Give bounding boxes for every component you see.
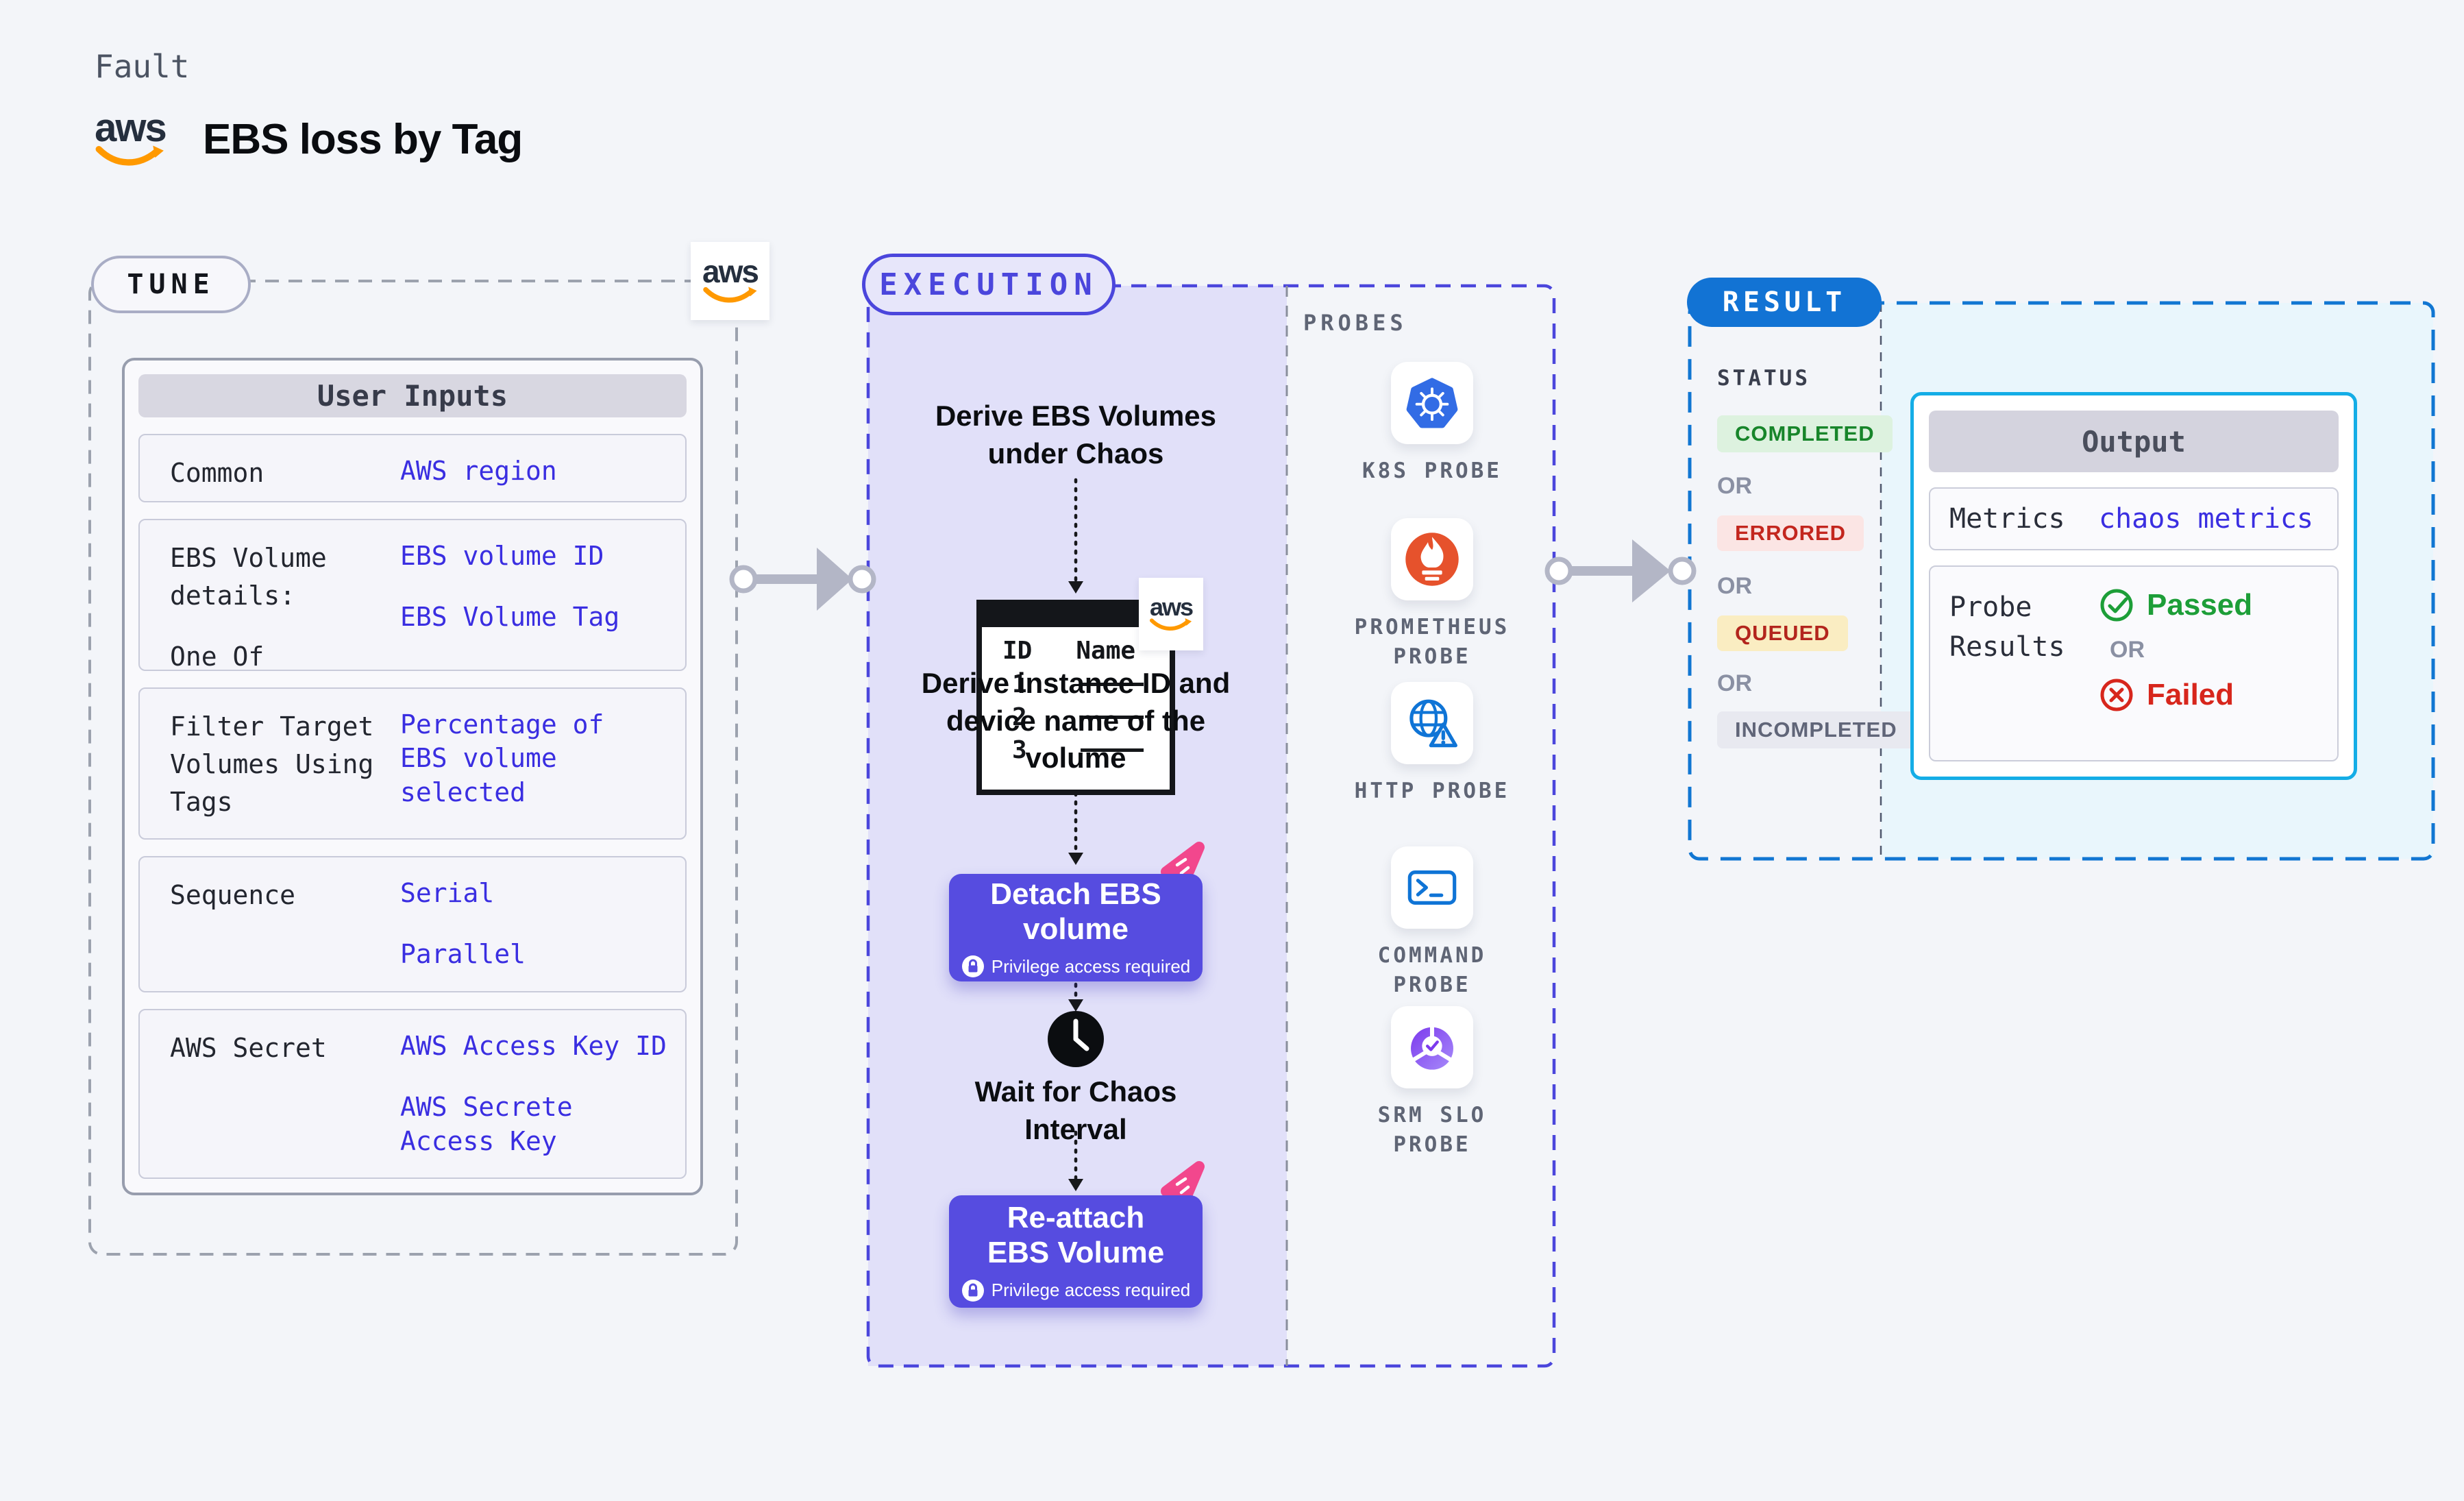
step-derive-volumes: Derive EBS Volumes under Chaos <box>935 400 1217 469</box>
lock-icon <box>961 1279 984 1302</box>
row-label: Sequence <box>170 880 296 911</box>
k8s-icon <box>1406 378 1458 428</box>
prometheus-icon <box>1405 533 1459 586</box>
prometheus-probe-card[interactable] <box>1391 518 1473 600</box>
prometheus-probe-label: PROMETHEUS PROBE <box>1354 615 1510 670</box>
reattach-button-label: Re-attach EBS Volume <box>987 1201 1165 1269</box>
aws-smile-icon <box>702 286 757 302</box>
reattach-privilege-badge: Privilege access required <box>991 1280 1191 1301</box>
http-probe-card[interactable] <box>1391 682 1473 764</box>
aws-smile-icon <box>1149 618 1192 631</box>
failed-x-icon <box>2100 679 2133 711</box>
command-probe-card[interactable] <box>1391 846 1473 929</box>
or-separator: OR <box>1717 670 1752 696</box>
aws-smile-icon <box>95 145 164 166</box>
arrow-execution-to-result <box>1544 539 1697 602</box>
row-label: Common <box>170 458 264 489</box>
table-aws-logo-card: aws <box>1139 578 1203 650</box>
lock-icon <box>961 955 984 978</box>
row-label: EBS Volume details: <box>170 543 327 611</box>
table-col-name: Name <box>1076 637 1136 665</box>
aws-logo-word: aws <box>702 254 759 290</box>
user-inputs-table: User Inputs Common AWS region EBS Volume… <box>122 358 703 1195</box>
status-label: STATUS <box>1717 366 1810 391</box>
or-separator: OR <box>1717 573 1752 599</box>
or-separator: OR <box>1717 473 1752 499</box>
row-value: AWS region <box>400 456 557 487</box>
output-box: Output Metrics chaos metrics Probe Resul… <box>1910 392 2357 780</box>
k8s-probe-card[interactable] <box>1391 362 1473 444</box>
probes-label: PROBES <box>1303 310 1407 336</box>
aws-logo-word: aws <box>1149 592 1194 621</box>
arrow-tune-to-execution <box>729 548 876 611</box>
status-badge-incompleted: INCOMPLETED <box>1717 711 1915 748</box>
metrics-value: chaos metrics <box>2099 503 2314 535</box>
http-globe-icon <box>1409 699 1457 748</box>
row-label: One Of <box>170 642 264 672</box>
row-value: AWS Access Key ID <box>400 1030 667 1061</box>
failed-label: Failed <box>2147 678 2234 711</box>
metrics-row: Metrics chaos metrics <box>1929 487 2339 550</box>
table-row-sequence: Sequence Serial Parallel <box>138 856 687 992</box>
table-row-ebs-details: EBS Volume details: One Of EBS volume ID… <box>138 519 687 672</box>
srm-slo-probe-label: SRM SLO PROBE <box>1377 1103 1487 1158</box>
row-label: Filter Target Volumes Using Tags <box>170 711 374 818</box>
tune-aws-logo-card: aws <box>691 242 769 320</box>
table-col-id: ID <box>1002 637 1033 665</box>
row-value: EBS Volume Tag <box>400 602 620 633</box>
table-row-common: Common AWS region <box>138 434 687 503</box>
result-pill: RESULT <box>1687 278 1882 327</box>
status-badge-queued: QUEUED <box>1717 615 1848 651</box>
row-value: EBS volume ID <box>400 541 604 572</box>
tune-pill: TUNE <box>91 256 251 313</box>
fault-kicker: Fault <box>95 48 190 85</box>
page-title: EBS loss by Tag <box>203 116 523 163</box>
table-row-aws-secret: AWS Secret AWS Access Key ID AWS Secrete… <box>138 1008 687 1179</box>
or-separator: OR <box>2110 637 2145 663</box>
output-header: Output <box>1929 411 2339 472</box>
row-value: Serial <box>400 878 495 909</box>
probe-results-label: Probe Results <box>1949 591 2065 663</box>
k8s-probe-label: K8S PROBE <box>1362 459 1502 483</box>
detach-button-label: Detach EBS volume <box>990 877 1161 946</box>
step-wait-interval: Wait for Chaos Interval <box>974 1075 1177 1145</box>
step-derive-instance: Derive instance ID and device name of th… <box>921 667 1231 774</box>
srm-slo-icon <box>1411 1026 1453 1070</box>
row-value: AWS Secrete Access Key <box>400 1092 573 1156</box>
table-row-filter-tags: Filter Target Volumes Using Tags Percent… <box>138 687 687 840</box>
srm-slo-probe-card[interactable] <box>1391 1006 1473 1088</box>
probe-results-row: Probe Results Passed OR Faile <box>1929 565 2339 761</box>
user-inputs-header: User Inputs <box>138 374 687 418</box>
detach-ebs-volume-button[interactable]: Detach EBS volume Privilege access requi… <box>949 874 1203 981</box>
row-value: Parallel <box>400 939 526 970</box>
detach-privilege-badge: Privilege access required <box>991 955 1191 977</box>
row-label: AWS Secret <box>170 1032 327 1063</box>
reattach-ebs-volume-button[interactable]: Re-attach EBS Volume Privilege access re… <box>949 1195 1203 1308</box>
command-terminal-icon <box>1407 870 1457 905</box>
passed-label: Passed <box>2147 588 2253 622</box>
row-value: Percentage of EBS volume selected <box>400 709 604 807</box>
execution-pill: EXECUTION <box>862 254 1116 315</box>
passed-check-icon <box>2100 589 2133 622</box>
command-probe-label: COMMAND PROBE <box>1377 943 1487 998</box>
aws-logo: aws <box>95 106 167 167</box>
status-badge-completed: COMPLETED <box>1717 415 1893 452</box>
aws-logo-word: aws <box>95 106 167 150</box>
metrics-label: Metrics <box>1949 503 2065 535</box>
status-badge-errored: ERRORED <box>1717 515 1864 551</box>
http-probe-label: HTTP PROBE <box>1354 779 1510 803</box>
